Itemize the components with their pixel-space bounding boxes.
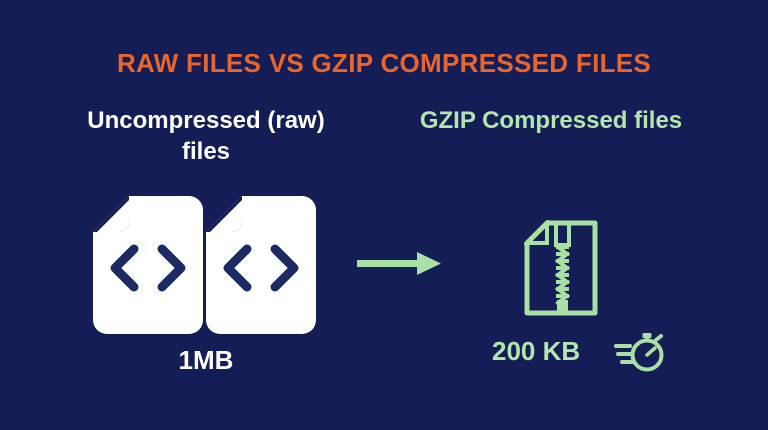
right-column-heading: GZIP Compressed files (419, 107, 683, 134)
page-title: RAW FILES VS GZIP COMPRESSED FILES (116, 48, 652, 78)
code-file-icon (93, 196, 203, 334)
stopwatch-speed-icon (614, 329, 666, 375)
zip-file-icon (522, 218, 598, 316)
compressed-size-label: 200 KB (492, 336, 581, 366)
raw-size-label: 1MB (178, 345, 234, 375)
code-file-icon (206, 196, 316, 334)
right-arrow-icon (355, 248, 443, 280)
left-column-heading: Uncompressed (raw) files (87, 107, 325, 165)
